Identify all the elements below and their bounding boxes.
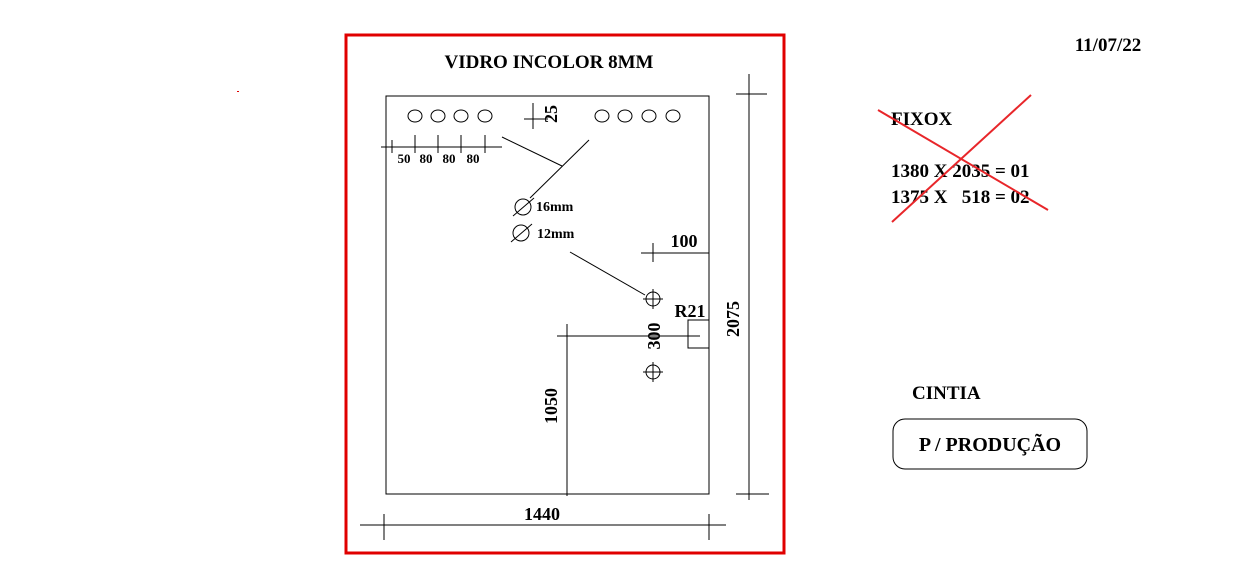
diameter-12-label: 12mm bbox=[537, 227, 575, 242]
leader-line-upper bbox=[501, 136, 563, 167]
client-name: CINTIA bbox=[912, 383, 981, 404]
hole bbox=[407, 109, 423, 123]
hole bbox=[617, 109, 633, 123]
leader-line-lower bbox=[569, 251, 646, 296]
width-dimension bbox=[360, 514, 726, 540]
hole-spacing-dimension bbox=[381, 135, 502, 153]
diameter-12-icon bbox=[510, 223, 533, 243]
stray-mark bbox=[237, 91, 239, 92]
hinge-hole-lower bbox=[643, 362, 663, 382]
hinge-hole-upper bbox=[643, 289, 663, 309]
hole-row-left bbox=[407, 109, 493, 123]
diameter-16-icon bbox=[512, 197, 535, 217]
notes-line-1: 1380 X 2035 = 01 bbox=[891, 161, 1030, 182]
bottom-offset-dimension bbox=[557, 324, 700, 496]
sheet-frame bbox=[344, 33, 786, 555]
hole-spacing-1: 50 bbox=[398, 151, 411, 166]
drawing-title: VIDRO INCOLOR 8MM bbox=[445, 52, 654, 73]
height-dimension bbox=[736, 74, 769, 500]
hole-spacing-2: 80 bbox=[420, 151, 433, 166]
date-label: 11/07/22 bbox=[1075, 35, 1142, 56]
hole-spacing-4: 80 bbox=[467, 151, 480, 166]
hole bbox=[594, 109, 610, 123]
hole bbox=[641, 109, 657, 123]
hole-spacing-3: 80 bbox=[443, 151, 456, 166]
hole bbox=[477, 109, 493, 123]
hole bbox=[665, 109, 681, 123]
status-stamp-border bbox=[892, 418, 1088, 470]
notch bbox=[687, 319, 710, 349]
top-offset-label: 25 bbox=[541, 105, 561, 123]
hole bbox=[453, 109, 469, 123]
hole-row-right bbox=[594, 109, 681, 123]
height-label: 2075 bbox=[723, 301, 743, 337]
notes-heading: FIXOX bbox=[891, 109, 953, 130]
status-stamp-label: P / PRODUÇÃO bbox=[919, 433, 1061, 456]
right-offset-dimension bbox=[641, 243, 709, 262]
radius-label: R21 bbox=[675, 301, 706, 321]
width-label: 1440 bbox=[524, 504, 560, 524]
bottom-offset-label: 1050 bbox=[541, 388, 561, 424]
hole bbox=[430, 109, 446, 123]
glass-panel bbox=[385, 95, 710, 495]
diameter-16-label: 16mm bbox=[536, 200, 574, 215]
top-offset-dimension bbox=[524, 103, 548, 129]
leader-line-upper-2 bbox=[529, 139, 590, 199]
cross-out-mark bbox=[877, 94, 1049, 223]
right-offset-label: 100 bbox=[671, 231, 698, 251]
